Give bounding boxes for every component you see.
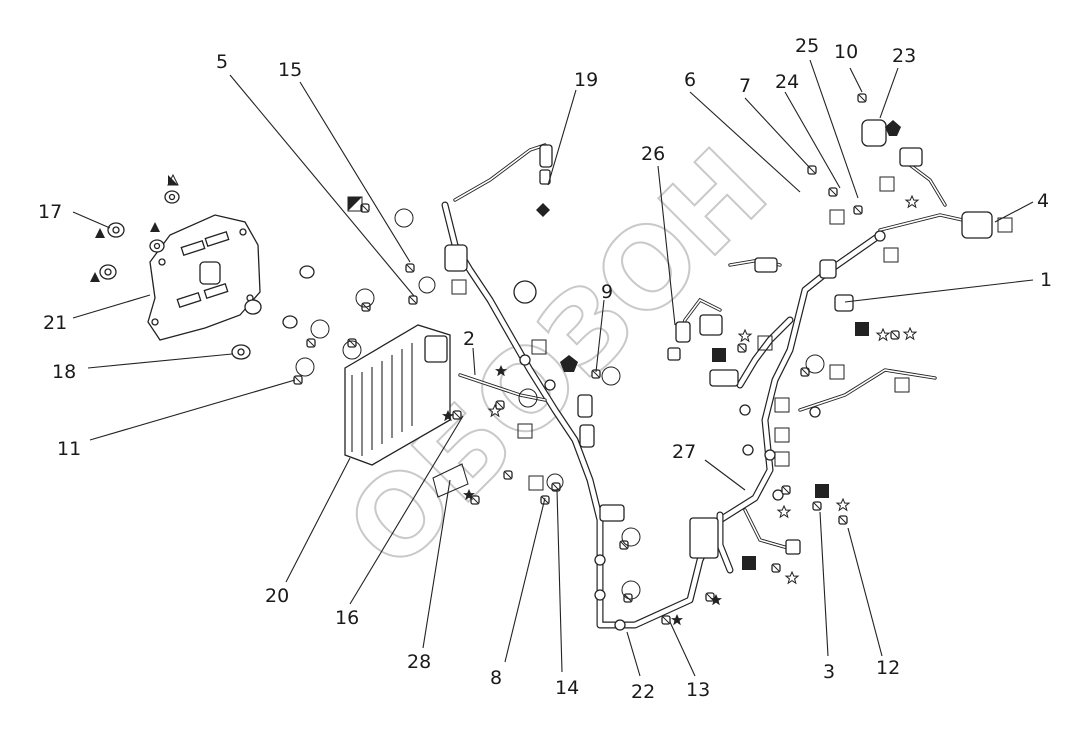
callout-25: 25: [795, 35, 819, 57]
callout-12: 12: [876, 657, 900, 679]
harness-clips: [519, 230, 886, 631]
callout-2: 2: [463, 328, 475, 350]
rubber-isolators: [99, 190, 315, 360]
callout-14: 14: [555, 677, 579, 699]
callout-6: 6: [684, 69, 696, 91]
callout-26: 26: [641, 143, 665, 165]
branch-wires: [453, 143, 987, 552]
callout-28: 28: [407, 651, 431, 673]
callout-5: 5: [216, 51, 228, 73]
callout-11: 11: [57, 438, 81, 460]
main-wiring-harness: [441, 201, 884, 629]
callout-7: 7: [739, 75, 751, 97]
callout-17: 17: [38, 201, 62, 223]
engine-control-unit: [344, 324, 451, 466]
leader-lines: [72, 59, 1034, 677]
callout-10: 10: [834, 41, 858, 63]
callout-13: 13: [686, 679, 710, 701]
callout-labels: 1 2 3 4 5 6 7 8 9 10 11 12 13 14 15 16 1…: [38, 35, 1052, 703]
ecu-bracket: [147, 214, 261, 341]
callout-3: 3: [823, 661, 835, 683]
callout-22: 22: [631, 681, 655, 703]
callout-19: 19: [574, 69, 598, 91]
callout-23: 23: [892, 45, 916, 67]
symbol-markers: [90, 120, 1013, 626]
callout-8: 8: [490, 667, 502, 689]
callout-1: 1: [1040, 269, 1052, 291]
callout-18: 18: [52, 361, 76, 383]
callout-16: 16: [335, 607, 359, 629]
callout-24: 24: [775, 71, 799, 93]
callout-15: 15: [278, 59, 302, 81]
callout-27: 27: [672, 441, 696, 463]
callout-20: 20: [265, 585, 289, 607]
callout-9: 9: [601, 281, 613, 303]
callout-4: 4: [1037, 190, 1049, 212]
callout-21: 21: [43, 312, 67, 334]
connectors: [444, 119, 993, 559]
